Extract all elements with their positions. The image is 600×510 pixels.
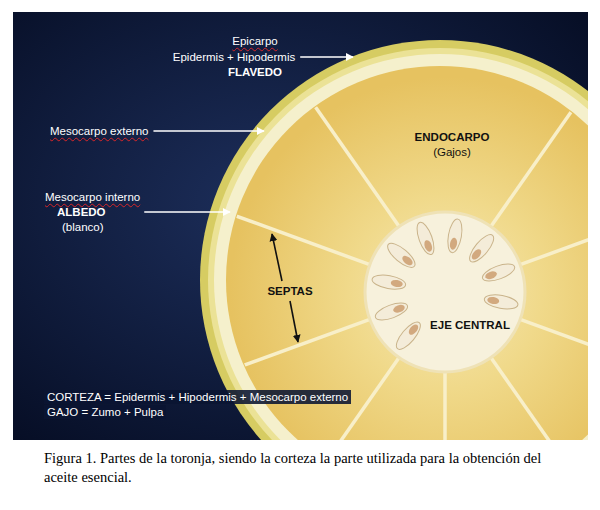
outer-mesocarp-layer <box>208 48 588 440</box>
seed-coat <box>466 231 498 265</box>
part-name: Mesocarpo interno <box>45 190 140 204</box>
seed-coat <box>371 273 407 292</box>
seed <box>414 220 438 256</box>
seed-coat <box>483 293 519 312</box>
seed-coat <box>414 220 438 256</box>
septa-line <box>491 63 588 227</box>
part-name: (blanco) <box>62 220 104 234</box>
seed <box>373 300 409 324</box>
seed-tip <box>423 239 434 253</box>
flavedo-layer <box>200 40 588 440</box>
septa-line <box>284 63 399 227</box>
central-axis <box>365 212 525 372</box>
endocarp-pulp <box>226 66 588 440</box>
seed-tip <box>401 254 415 267</box>
part-name: FLAVEDO <box>228 65 282 79</box>
leader-arrow <box>272 234 282 281</box>
seed-tip <box>407 323 420 337</box>
seed-coat <box>384 239 418 271</box>
part-name: Epicarpo <box>232 34 277 48</box>
leader-arrow <box>300 56 353 58</box>
seed-coat <box>373 300 409 324</box>
part-name: (Gajos) <box>433 145 471 159</box>
seed <box>446 218 465 254</box>
seed <box>392 318 424 352</box>
seed-tip <box>487 296 500 305</box>
septa-line <box>182 319 370 387</box>
albedo-layer <box>214 54 588 440</box>
definition-note: CORTEZA = Epidermis + Hipodermis + Mesoc… <box>44 390 351 404</box>
part-name: Mesocarpo externo <box>50 124 148 138</box>
seed-tip <box>449 237 458 250</box>
seed-coat <box>446 218 465 254</box>
septa-line <box>491 358 588 440</box>
seed-group <box>371 218 519 353</box>
leader-arrow <box>153 130 264 132</box>
seed-tip <box>470 248 483 262</box>
leader-arrow <box>290 301 298 342</box>
septa-group <box>182 63 588 440</box>
part-name: ALBEDO <box>57 205 106 219</box>
part-name: Epidermis + Hipodermis <box>173 50 295 64</box>
septa-line <box>520 319 588 387</box>
leader-arrow <box>144 211 230 213</box>
part-name: ENDOCARPO <box>415 130 490 144</box>
seed <box>384 239 418 271</box>
septa-line <box>520 196 588 264</box>
seed <box>483 293 519 312</box>
septa-line <box>443 372 447 440</box>
part-name: EJE CENTRAL <box>430 318 510 332</box>
part-name: SEPTAS <box>267 284 312 298</box>
figure-caption: Figura 1. Partes de la toronja, siendo l… <box>44 449 574 487</box>
fruit-section <box>182 40 588 440</box>
seed <box>466 231 498 265</box>
seed-tip <box>390 279 403 288</box>
seed <box>371 273 407 292</box>
seed-tip <box>484 270 498 281</box>
seed-coat <box>392 318 424 352</box>
seed-coat <box>480 261 516 285</box>
seed-tip <box>392 303 406 314</box>
definition-note: GAJO = Zumo + Pulpa <box>44 405 166 419</box>
seed <box>480 261 516 285</box>
